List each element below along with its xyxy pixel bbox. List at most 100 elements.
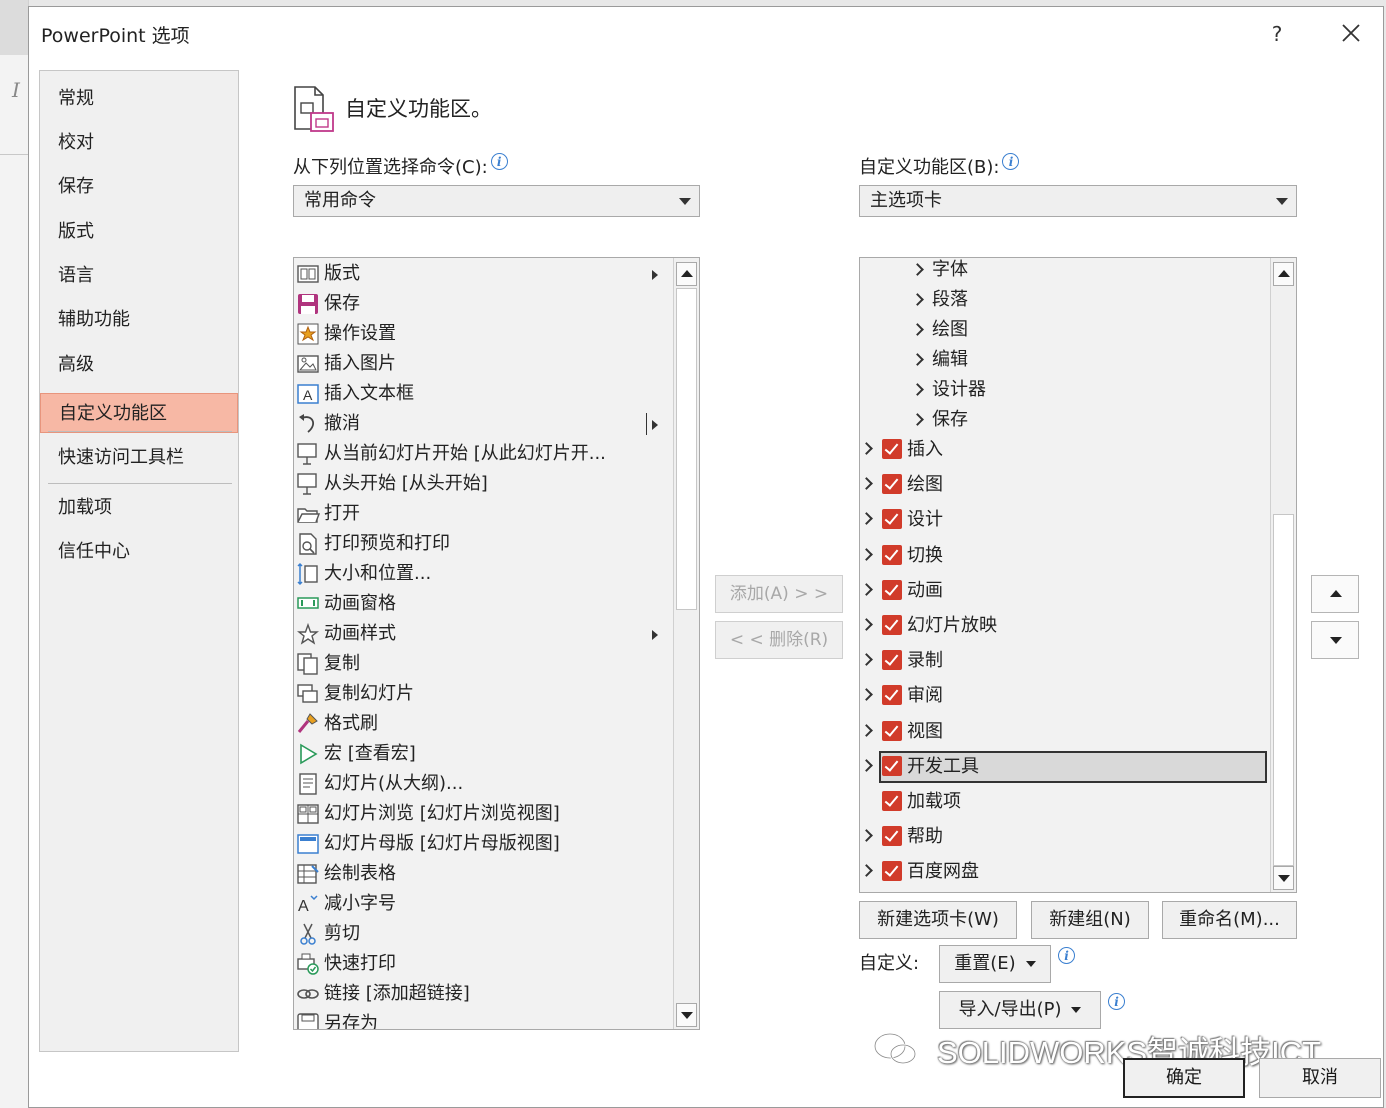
- command-item[interactable]: 另存为: [294, 1009, 672, 1029]
- chevron-right-icon[interactable]: [860, 723, 873, 737]
- remove-button[interactable]: < < 删除(R): [715, 621, 843, 659]
- customize-ribbon-dropdown[interactable]: 主选项卡: [859, 185, 1297, 217]
- submenu-arrow-icon[interactable]: [652, 270, 658, 280]
- chevron-right-icon[interactable]: [911, 263, 924, 276]
- command-item[interactable]: 动画窗格: [294, 589, 672, 619]
- ribbon-tab-item[interactable]: 帮助: [860, 821, 1268, 853]
- checkbox-checked[interactable]: [882, 579, 902, 600]
- checkbox-checked[interactable]: [882, 861, 902, 882]
- command-item[interactable]: 剪切: [294, 919, 672, 949]
- scroll-thumb[interactable]: [676, 288, 697, 610]
- chevron-right-icon[interactable]: [911, 293, 924, 306]
- checkbox-checked[interactable]: [882, 755, 902, 776]
- nav-item[interactable]: 加载项: [58, 497, 112, 518]
- command-item[interactable]: 保存: [294, 289, 672, 319]
- command-item[interactable]: 幻灯片母版 [幻灯片母版视图]: [294, 829, 672, 859]
- command-item[interactable]: 操作设置: [294, 319, 672, 349]
- close-button[interactable]: [1331, 17, 1371, 49]
- command-item[interactable]: 幻灯片浏览 [幻灯片浏览视图]: [294, 799, 672, 829]
- nav-item[interactable]: 信任中心: [58, 541, 130, 562]
- checkbox-checked[interactable]: [882, 615, 902, 635]
- chevron-right-icon[interactable]: [911, 413, 924, 426]
- nav-item[interactable]: 辅助功能: [58, 309, 130, 330]
- ribbon-tab-item[interactable]: 幻灯片放映: [860, 610, 1268, 642]
- chevron-right-icon[interactable]: [911, 383, 924, 396]
- reset-button[interactable]: 重置(E): [939, 945, 1051, 983]
- chevron-right-icon[interactable]: [860, 758, 873, 772]
- checkbox-checked[interactable]: [882, 509, 902, 530]
- nav-item[interactable]: 快速访问工具栏: [58, 447, 184, 468]
- submenu-arrow-icon[interactable]: [652, 420, 658, 430]
- scroll-down-button[interactable]: [676, 1003, 697, 1027]
- command-item[interactable]: 快速打印: [294, 949, 672, 979]
- chevron-right-icon[interactable]: [911, 353, 924, 366]
- checkbox-checked[interactable]: [882, 650, 902, 671]
- nav-item[interactable]: 语言: [58, 265, 94, 286]
- scroll-up-button[interactable]: [676, 262, 697, 286]
- ribbon-group-item[interactable]: 字体: [860, 258, 1268, 285]
- ribbon-tab-item[interactable]: 视图: [860, 716, 1268, 748]
- nav-item[interactable]: 高级: [58, 354, 94, 375]
- command-item[interactable]: 格式刷: [294, 709, 672, 739]
- chevron-right-icon[interactable]: [860, 653, 873, 667]
- ribbon-tab-item[interactable]: 百度网盘: [860, 856, 1268, 888]
- command-item[interactable]: 宏 [查看宏]: [294, 739, 672, 769]
- chevron-right-icon[interactable]: [860, 864, 873, 878]
- checkbox-checked[interactable]: [882, 439, 902, 459]
- ribbon-group-item[interactable]: 保存: [860, 405, 1268, 435]
- move-up-button[interactable]: [1311, 575, 1359, 613]
- nav-item[interactable]: 自定义功能区: [40, 393, 238, 433]
- ribbon-tab-item[interactable]: 加载项: [860, 786, 1268, 818]
- scroll-up-button[interactable]: [1273, 262, 1294, 286]
- checkbox-checked[interactable]: [882, 685, 902, 706]
- ribbon-tab-item[interactable]: 开发工具: [860, 750, 1268, 783]
- command-item[interactable]: 打开: [294, 499, 672, 529]
- checkbox-checked[interactable]: [882, 791, 902, 811]
- checkbox-checked[interactable]: [882, 826, 902, 847]
- command-item[interactable]: 复制: [294, 649, 672, 679]
- info-icon[interactable]: i: [1058, 947, 1075, 964]
- ribbon-tab-item[interactable]: 绘图: [860, 469, 1268, 501]
- command-item[interactable]: 从当前幻灯片开始 [从此幻灯片开...: [294, 439, 672, 469]
- chevron-right-icon[interactable]: [860, 688, 873, 702]
- command-item[interactable]: 插入图片: [294, 349, 672, 379]
- add-button[interactable]: 添加(A) > >: [715, 575, 843, 613]
- chevron-right-icon[interactable]: [860, 477, 873, 491]
- ribbon-tab-item[interactable]: 审阅: [860, 680, 1268, 712]
- ribbon-group-item[interactable]: 编辑: [860, 345, 1268, 375]
- ribbon-group-item[interactable]: 设计器: [860, 375, 1268, 405]
- ribbon-tab-item[interactable]: 设计: [860, 504, 1268, 536]
- new-tab-button[interactable]: 新建选项卡(W): [859, 901, 1017, 939]
- ribbon-tab-item[interactable]: 插入: [860, 434, 1268, 466]
- ribbon-tabs-tree[interactable]: 字体段落绘图编辑设计器保存插入绘图设计切换动画幻灯片放映录制审阅视图开发工具加载…: [859, 257, 1297, 893]
- ribbon-group-item[interactable]: 段落: [860, 285, 1268, 315]
- cancel-button[interactable]: 取消: [1259, 1058, 1381, 1098]
- chevron-right-icon[interactable]: [860, 512, 873, 526]
- command-item[interactable]: 绘制表格: [294, 859, 672, 889]
- ribbon-tree-scrollbar[interactable]: [1270, 258, 1296, 892]
- command-item[interactable]: 复制幻灯片: [294, 679, 672, 709]
- checkbox-checked[interactable]: [882, 720, 902, 741]
- nav-item[interactable]: 常规: [58, 88, 94, 109]
- import-export-button[interactable]: 导入/导出(P): [939, 991, 1101, 1029]
- rename-button[interactable]: 重命名(M)...: [1162, 901, 1297, 939]
- command-item[interactable]: 幻灯片(从大纲)...: [294, 769, 672, 799]
- chevron-right-icon[interactable]: [860, 618, 873, 631]
- command-item[interactable]: 动画样式: [294, 619, 672, 649]
- command-item[interactable]: 从头开始 [从头开始]: [294, 469, 672, 499]
- scroll-thumb[interactable]: [1273, 514, 1294, 866]
- chevron-right-icon[interactable]: [860, 442, 873, 455]
- command-item[interactable]: 链接 [添加超链接]: [294, 979, 672, 1009]
- ribbon-tab-item[interactable]: 动画: [860, 575, 1268, 607]
- checkbox-checked[interactable]: [882, 474, 902, 495]
- chevron-right-icon[interactable]: [860, 829, 873, 843]
- help-button[interactable]: ?: [1271, 22, 1283, 46]
- command-item[interactable]: 打印预览和打印: [294, 529, 672, 559]
- chevron-right-icon[interactable]: [860, 582, 873, 596]
- commands-scrollbar[interactable]: [673, 258, 699, 1029]
- ribbon-group-item[interactable]: 绘图: [860, 315, 1268, 345]
- new-group-button[interactable]: 新建组(N): [1031, 901, 1149, 939]
- nav-item[interactable]: 校对: [58, 132, 94, 153]
